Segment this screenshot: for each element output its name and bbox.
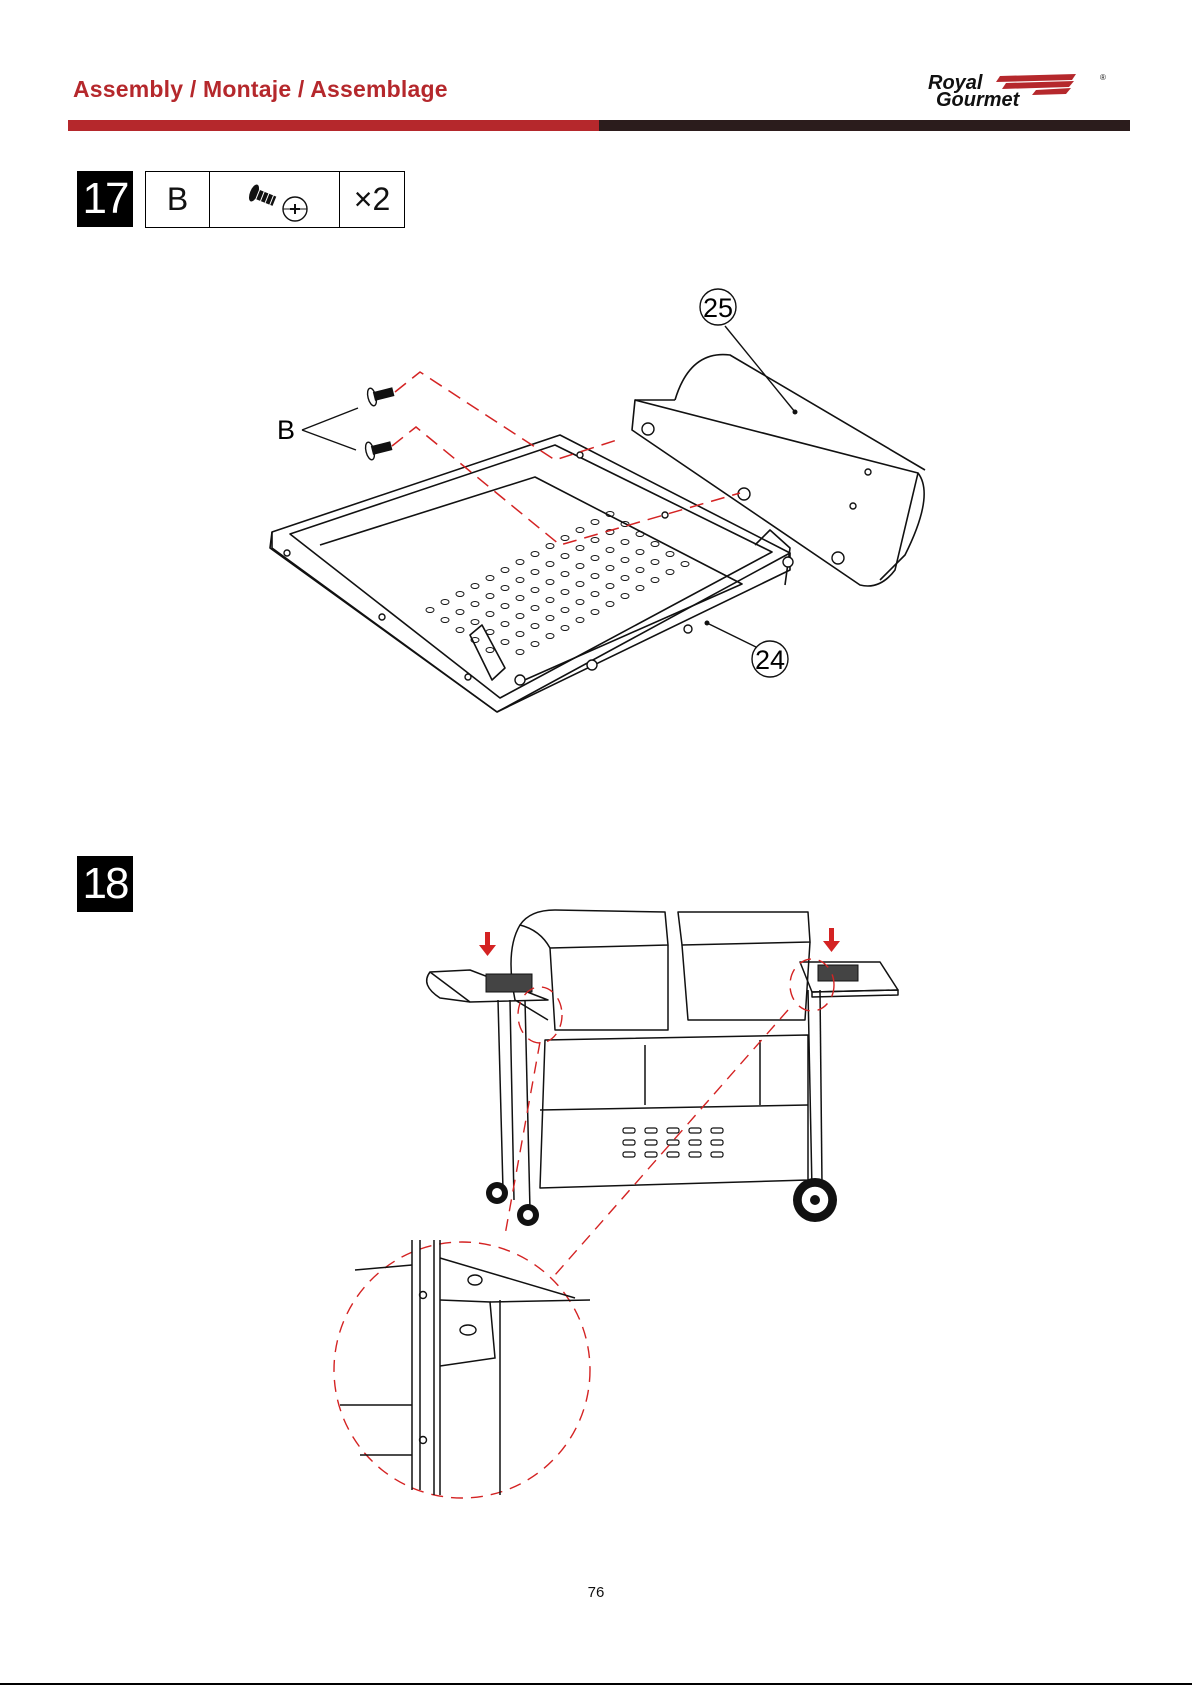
bolt-b-top [366,383,396,407]
cart-vent-slots [623,1128,723,1157]
left-grill-lid [520,910,668,948]
step-18-diagram [0,900,1192,1510]
placement-arrow-right [823,928,840,952]
cart-body [540,1035,808,1188]
callout-part-24: 24 [755,645,785,675]
bolt-b-bottom [364,437,394,461]
detail-view [340,1240,590,1495]
tray-perforation-holes [426,512,689,655]
callout-part-25: 25 [703,293,733,323]
step-17-diagram: B 25 24 [0,0,1192,760]
back-panel [632,400,918,586]
large-wheel [793,1178,837,1222]
bolt-b-label: B [277,415,295,445]
alignment-guides [392,372,740,545]
caster-wheel-back [486,1182,508,1204]
placement-arrow-left [479,932,496,956]
page-number: 76 [0,1584,1192,1601]
right-grill-lid [678,912,810,945]
caster-wheel-front [517,1204,539,1226]
detail-zoom-circle [334,1242,590,1498]
tray-frame [270,435,790,712]
